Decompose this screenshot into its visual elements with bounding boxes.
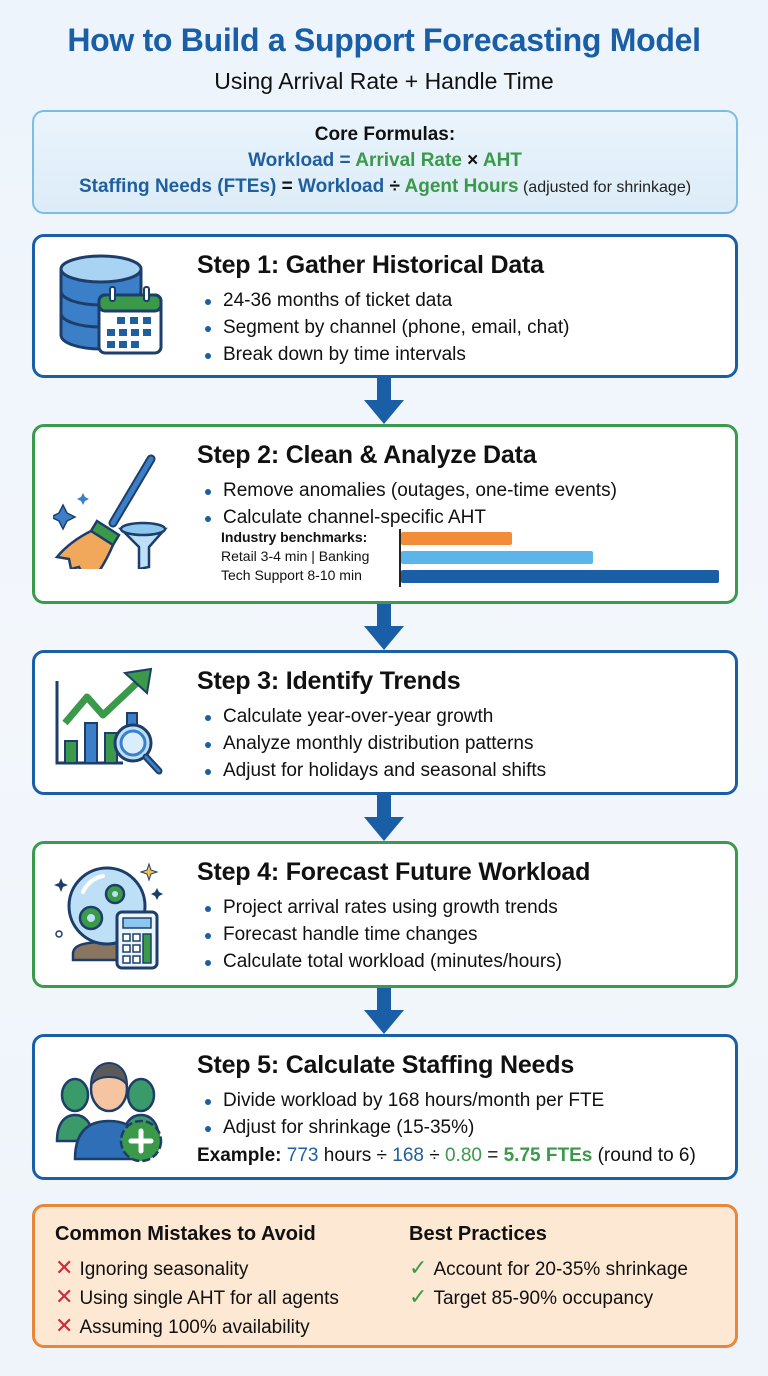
formulas-heading: Core Formulas: — [314, 124, 456, 145]
check-icon: ✓ — [409, 1284, 428, 1309]
formula-note: (adjusted for shrinkage) — [518, 179, 692, 196]
formula-op: ÷ — [384, 176, 405, 197]
broom-funnel-icon — [53, 454, 168, 569]
mistake-text: Using single AHT for all agents — [79, 1288, 339, 1309]
mistake-text: Assuming 100% availability — [79, 1317, 310, 1338]
cross-icon: ✕ — [55, 1284, 74, 1309]
chart-axis — [399, 529, 401, 587]
example-divisor: 168 — [392, 1145, 424, 1166]
page-title: How to Build a Support Forecasting Model — [67, 22, 701, 58]
benchmark-text: Retail 3-4 min | Banking — [221, 548, 370, 564]
example-label: Example: — [197, 1145, 282, 1166]
step-bullets: Divide workload by 168 hours/month per F… — [205, 1087, 604, 1141]
example-factor: 0.80 — [444, 1145, 482, 1166]
database-calendar-icon — [59, 254, 163, 355]
down-arrow-icon — [364, 988, 404, 1034]
step-3-card: Step 3: Identify Trends Calculate year-o… — [32, 650, 738, 795]
example-note: (round to 6) — [592, 1145, 696, 1166]
formula-op: × — [461, 150, 483, 171]
mistake-item: ✕Using single AHT for all agents — [55, 1284, 339, 1310]
bar-retail — [401, 532, 512, 545]
practice-text: Target 85-90% occupancy — [433, 1288, 654, 1309]
staffing-example: Example: 773 hours ÷ 168 ÷ 0.80 = 5.75 F… — [197, 1145, 696, 1167]
formula-term: Staffing Needs (FTEs) — [78, 176, 277, 197]
benchmark-text: Tech Support 8-10 min — [221, 567, 362, 583]
down-arrow-icon — [364, 795, 404, 841]
down-arrow-icon — [364, 378, 404, 424]
example-text: = — [481, 1145, 504, 1166]
benchmarks-label: Industry benchmarks: — [221, 529, 368, 545]
step-title: Step 1: Gather Historical Data — [197, 251, 544, 279]
practice-text: Account for 20-35% shrinkage — [433, 1259, 688, 1280]
example-text: hours ÷ — [318, 1145, 393, 1166]
down-arrow-icon — [364, 604, 404, 650]
bullet: Project arrival rates using growth trend… — [205, 894, 562, 921]
step-4-card: Step 4: Forecast Future Workload Project… — [32, 841, 738, 988]
practices-heading: Best Practices — [409, 1223, 547, 1245]
workload-formula: Workload = Arrival Rate × AHT — [34, 150, 736, 172]
example-text: ÷ — [423, 1145, 445, 1166]
step-title: Step 2: Clean & Analyze Data — [197, 441, 537, 469]
formula-term: AHT — [482, 150, 522, 171]
formula-term: Agent Hours — [404, 176, 519, 197]
formula-term: Workload — [248, 150, 335, 171]
check-icon: ✓ — [409, 1255, 428, 1280]
bullet: Adjust for shrinkage (15-35%) — [205, 1114, 604, 1141]
step-5-card: Step 5: Calculate Staffing Needs Divide … — [32, 1034, 738, 1180]
bullet: 24-36 months of ticket data — [205, 287, 569, 314]
step-bullets: Remove anomalies (outages, one-time even… — [205, 477, 617, 531]
page-subtitle: Using Arrival Rate + Handle Time — [214, 68, 554, 94]
crystal-ball-calculator-icon — [54, 862, 163, 970]
bullet: Adjust for holidays and seasonal shifts — [205, 757, 546, 784]
step-1-card: Step 1: Gather Historical Data 24-36 mon… — [32, 234, 738, 378]
mistakes-heading: Common Mistakes to Avoid — [55, 1223, 316, 1245]
bullet: Remove anomalies (outages, one-time even… — [205, 477, 617, 504]
formula-op: = — [334, 150, 356, 171]
step-title: Step 5: Calculate Staffing Needs — [197, 1051, 575, 1079]
step-title: Step 4: Forecast Future Workload — [197, 858, 591, 886]
bullet: Analyze monthly distribution patterns — [205, 730, 546, 757]
bullet: Break down by time intervals — [205, 341, 569, 368]
bullet: Segment by channel (phone, email, chat) — [205, 314, 569, 341]
bullet: Calculate year-over-year growth — [205, 703, 546, 730]
staffing-formula: Staffing Needs (FTEs) = Workload ÷ Agent… — [34, 176, 736, 198]
mistake-item: ✕Ignoring seasonality — [55, 1255, 248, 1281]
bullet: Divide workload by 168 hours/month per F… — [205, 1087, 604, 1114]
example-hours: 773 — [286, 1145, 319, 1166]
practice-item: ✓Account for 20-35% shrinkage — [409, 1255, 688, 1281]
bullet: Forecast handle time changes — [205, 921, 562, 948]
formula-term: Workload — [298, 176, 385, 197]
tips-box: Common Mistakes to Avoid ✕Ignoring seaso… — [32, 1204, 738, 1348]
bullet: Calculate total workload (minutes/hours) — [205, 948, 562, 975]
industry-benchmarks-chart: Industry benchmarks: Retail 3-4 min | Ba… — [221, 527, 721, 587]
step-bullets: 24-36 months of ticket data Segment by c… — [205, 287, 569, 368]
mistake-text: Ignoring seasonality — [79, 1259, 249, 1280]
step-2-card: Step 2: Clean & Analyze Data Remove anom… — [32, 424, 738, 604]
step-title: Step 3: Identify Trends — [197, 667, 461, 695]
example-result: 5.75 FTEs — [503, 1145, 593, 1166]
bar-banking — [401, 551, 593, 564]
cross-icon: ✕ — [55, 1313, 74, 1338]
team-gear-icon — [55, 1061, 163, 1163]
practice-item: ✓Target 85-90% occupancy — [409, 1284, 653, 1310]
bullet: Calculate channel-specific AHT — [205, 504, 617, 531]
formula-term: Arrival Rate — [355, 150, 462, 171]
step-bullets: Project arrival rates using growth trend… — [205, 894, 562, 975]
formula-op: = — [276, 176, 299, 197]
trend-chart-magnifier-icon — [55, 667, 163, 775]
bar-tech-support — [401, 570, 719, 583]
cross-icon: ✕ — [55, 1255, 74, 1280]
step-bullets: Calculate year-over-year growth Analyze … — [205, 703, 546, 784]
core-formulas-box: Core Formulas: Workload = Arrival Rate ×… — [32, 110, 738, 214]
mistake-item: ✕Assuming 100% availability — [55, 1313, 310, 1339]
